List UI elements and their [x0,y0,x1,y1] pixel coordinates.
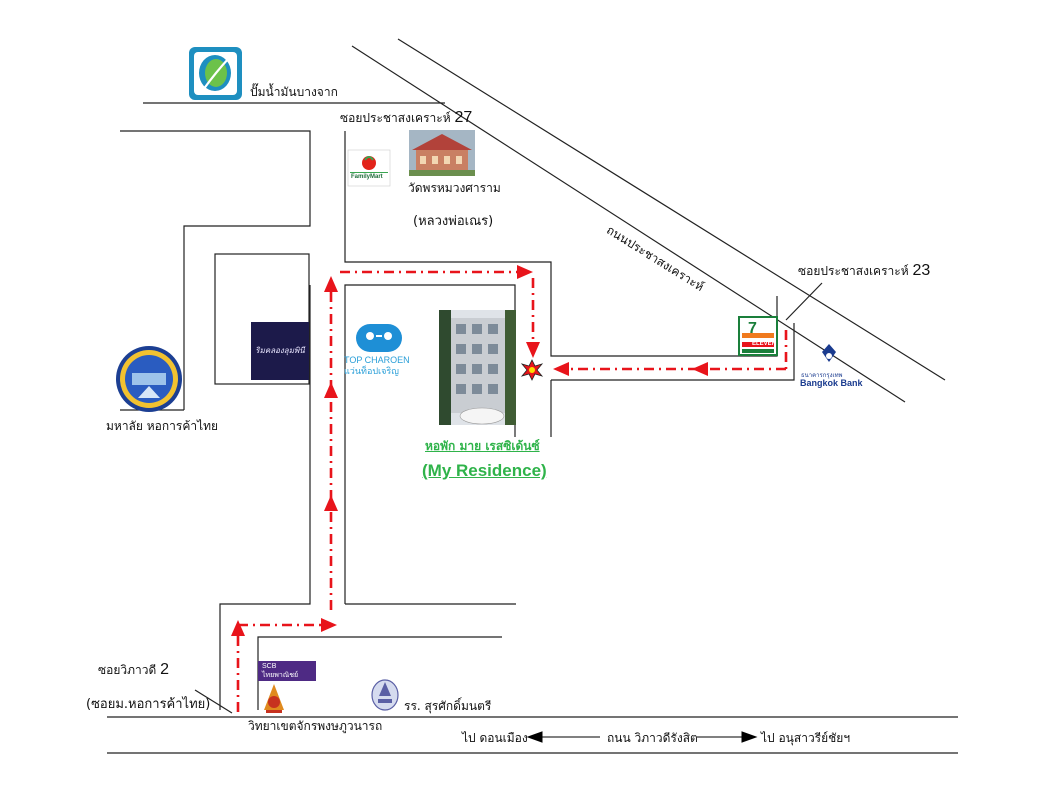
residence-thai-label: หอพัก มาย เรสซิเด้นซ์ [425,439,540,453]
svg-text:7: 7 [748,320,757,337]
soi23-number: 23 [912,262,931,279]
route-path [236,270,788,712]
top-charoen-en: TOP CHAROEN [344,355,410,365]
residence-english-label: (My Residence) [422,461,547,480]
red-arrow-icon [324,382,338,398]
road-lower-left [219,285,311,710]
university-label: มหาลัย หอการค้าไทย [106,419,219,433]
road-soi23-east [551,323,795,381]
seven-eleven-logo: 7 [738,316,778,356]
star-burst-icon [520,359,544,381]
riverside-logo: ริมคลองลุมพินี [251,322,309,380]
soi23-text: ซอยประชาสงเคราะห์ [798,264,909,278]
gas-station-label: ปั๊มน้ำมันบางจาก [250,85,338,99]
road-prachasongkhro-left-edge [351,45,906,403]
top-charoen-th: แว่นท็อปเจริญ [344,366,399,376]
direction-arrows [526,731,758,743]
temple-label: วัดพรหมวงศาราม [408,181,501,195]
soi-wiphawadi-alias-label: (ซอยม.หอการค้าไทย) [86,697,211,712]
scb-logo: SCB ไทยพาณิชย์ [258,661,316,681]
top-charoen-label: TOP CHAROEN แว่นท็อปเจริญ [344,355,410,377]
building-block-inner [214,253,310,385]
left-arrow-icon [526,731,543,743]
direction-victory-monument-label: ไป อนุสาวรีย์ชัยฯ [761,731,851,745]
red-arrow-icon [526,342,540,358]
scb-logo-en: SCB [262,663,277,670]
right-arrow-icon [741,731,758,743]
tech-campus-label: วิทยาเขตจักรพงษภูวนารถ [248,719,383,733]
road-network [107,38,958,754]
route-arrows [231,265,708,636]
surasak-school-emblem [371,679,399,711]
bangkok-bank-thai-label: ธนาคารกรุงเทพ [801,372,843,379]
university-seal [116,346,182,412]
bangkok-bank-label: Bangkok Bank [800,378,863,388]
scb-logo-th: ไทยพาณิชย์ [262,672,299,679]
familymart-logo [347,149,391,187]
red-arrow-icon [231,620,245,636]
residence-photo [439,310,516,425]
main-road-label: ถนน วิภาวดีรังสิต [607,731,698,745]
soi23-label: ซอยประชาสงเคราะห์ 23 [798,263,930,279]
temple-alias-label: (หลวงพ่อเณร) [413,214,494,229]
bangchak-logo [189,47,242,100]
soi-wiphawadi-text: ซอยวิภาวดี [98,663,157,677]
seven-eleven-label: ELEVEN [752,341,777,347]
soi27-text: ซอยประชาสงเคราะห์ [340,111,451,125]
familymart-label: FamilyMart [351,174,383,180]
red-arrow-icon [324,276,338,292]
top-charoen-logo [356,324,402,352]
red-arrow-icon [324,495,338,511]
road-prachasongkhro-right-edge [397,38,946,381]
surasak-school-label: รร. สุรศักดิ์มนตรี [404,699,492,713]
soi-wiphawadi-label: ซอยวิภาวดี 2 [98,662,169,678]
red-arrow-icon [692,362,708,376]
soi23-leader-line [785,282,823,321]
red-arrow-icon [517,265,533,279]
red-arrow-icon [553,362,569,376]
road-soi-wiphawadi-leader [194,689,233,714]
tech-campus-emblem [264,684,284,713]
road-upper-block [120,130,311,410]
temple-photo [409,130,475,176]
red-arrow-icon [321,618,337,632]
road-lower-inner [257,636,502,710]
soi27-number: 27 [454,109,473,126]
soi27-label: ซอยประชาสงเคราะห์ 27 [340,110,472,126]
bangkok-bank-logo [822,344,836,362]
direction-donmueang-label: ไป ดอนเมือง [462,731,528,745]
soi-wiphawadi-number: 2 [160,661,170,678]
